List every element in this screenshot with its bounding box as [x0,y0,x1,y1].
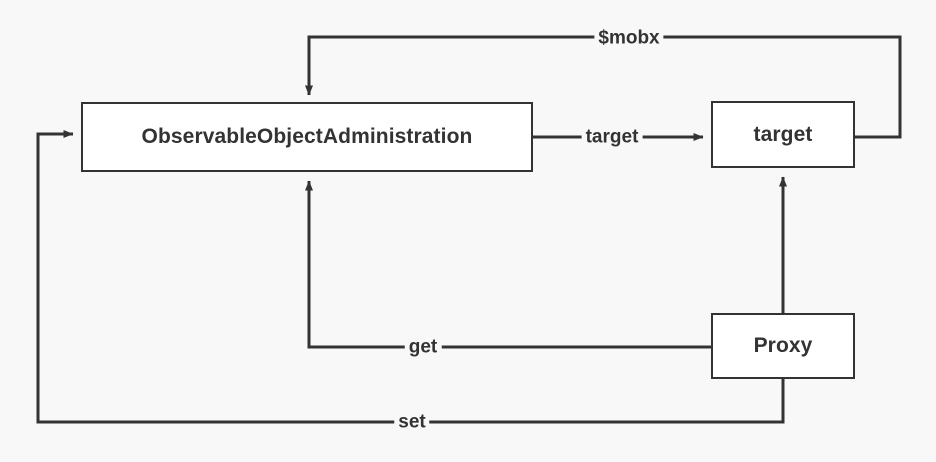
edge-get-path [305,180,712,349]
edge-mobx-path [305,35,902,139]
edge-label-target: target [581,127,643,147]
node-label-proxy: Proxy [753,334,813,357]
edge-label-set: set [394,412,430,432]
node-target[interactable]: target [711,101,855,168]
node-observable-object-administration[interactable]: ObservableObjectAdministration [81,102,533,172]
edge-label-mobx: $mobx [594,28,664,48]
node-label-target: target [753,122,813,146]
edge-label-get: get [404,337,442,357]
node-label-admin: ObservableObjectAdministration [141,125,473,148]
node-proxy[interactable]: Proxy [711,313,855,379]
edge-set-path [36,130,785,424]
